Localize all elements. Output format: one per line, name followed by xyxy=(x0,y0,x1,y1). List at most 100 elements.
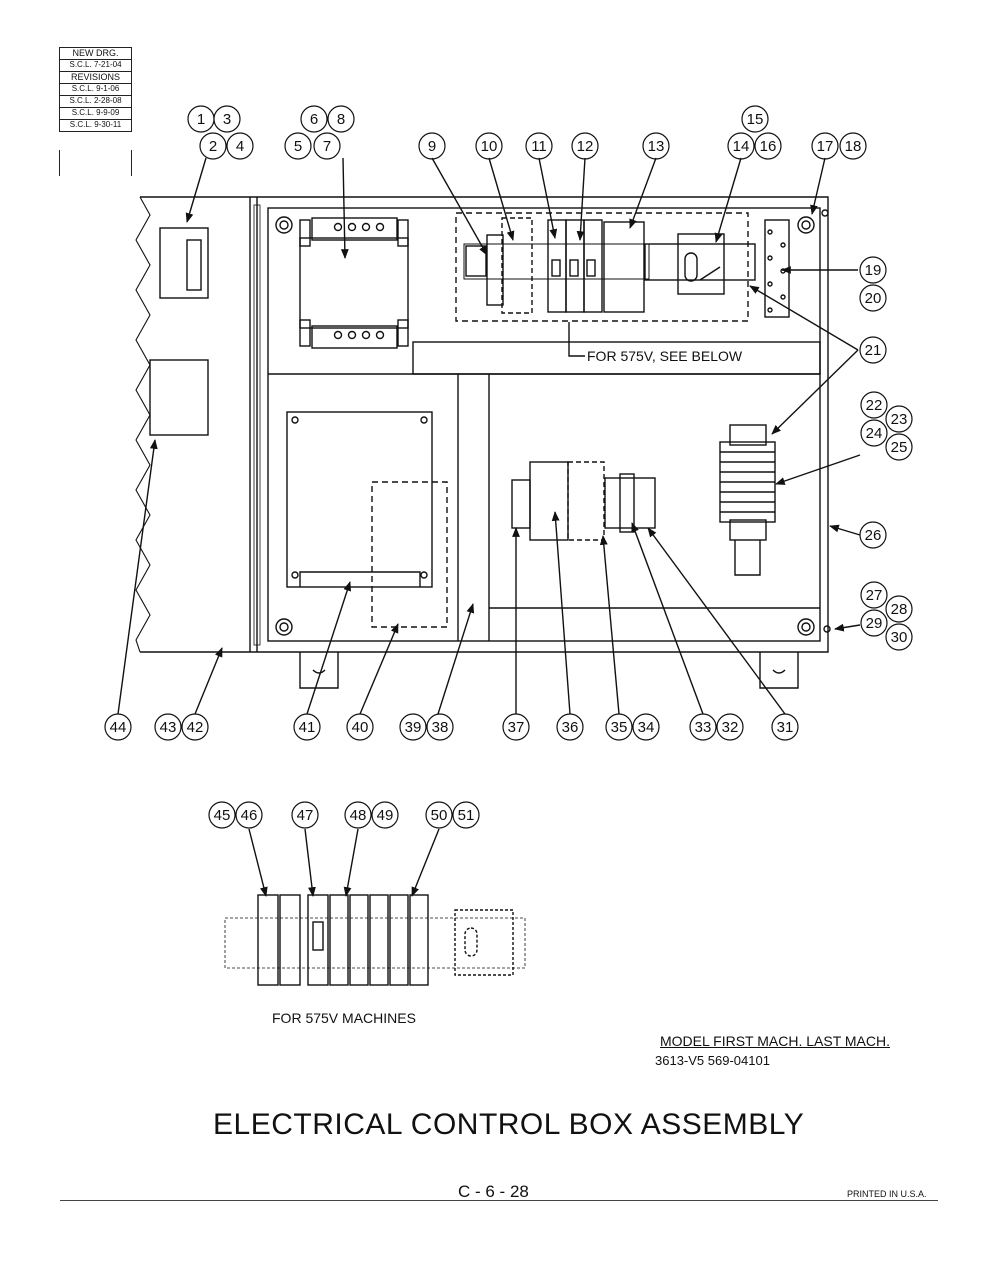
callout-number: 28 xyxy=(891,601,908,618)
callout-number: 46 xyxy=(241,807,258,824)
callout-number: 34 xyxy=(638,719,655,736)
callout-19: 19 xyxy=(859,256,887,284)
callout-number: 32 xyxy=(722,719,739,736)
callout-28: 28 xyxy=(885,595,913,623)
callout-23: 23 xyxy=(885,405,913,433)
callout-26: 26 xyxy=(859,521,887,549)
leader-arrow xyxy=(343,828,359,897)
callout-5: 5 xyxy=(284,132,312,160)
callout-12: 12 xyxy=(571,132,599,160)
leader-arrow xyxy=(775,454,861,485)
callout-14: 14 xyxy=(727,132,755,160)
callout-33: 33 xyxy=(689,713,717,741)
callout-number: 12 xyxy=(577,138,594,155)
leader-arrow xyxy=(647,527,786,715)
callout-27: 27 xyxy=(860,581,888,609)
callout-number: 36 xyxy=(562,719,579,736)
callout-number: 37 xyxy=(508,719,525,736)
printed-note: PRINTED IN U.S.A. xyxy=(847,1189,927,1199)
callout-number: 27 xyxy=(866,587,883,604)
leader-arrow xyxy=(117,439,158,715)
callout-6: 6 xyxy=(300,105,328,133)
new-drawing-entry: S.C.L. 7-21-04 xyxy=(60,60,131,72)
callout-number: 33 xyxy=(695,719,712,736)
callout-44: 44 xyxy=(104,713,132,741)
callout-41: 41 xyxy=(293,713,321,741)
callout-number: 26 xyxy=(865,527,882,544)
leader-arrow xyxy=(576,157,586,241)
note-leader xyxy=(568,322,585,357)
callout-34: 34 xyxy=(632,713,660,741)
callout-number: 21 xyxy=(865,342,882,359)
leader-arrow xyxy=(810,157,826,215)
footer-rule xyxy=(60,1200,938,1201)
callout-number: 14 xyxy=(733,138,750,155)
callout-number: 44 xyxy=(110,719,127,736)
callout-number: 5 xyxy=(294,138,302,155)
callout-number: 23 xyxy=(891,411,908,428)
callout-11: 11 xyxy=(525,132,553,160)
callout-number: 19 xyxy=(865,262,882,279)
leader-arrow xyxy=(771,349,859,435)
new-drawing-label: NEW DRG. xyxy=(60,48,131,60)
callout-number: 13 xyxy=(648,138,665,155)
leader-arrow xyxy=(431,157,488,256)
callout-number: 16 xyxy=(760,138,777,155)
callout-39: 39 xyxy=(399,713,427,741)
callout-31: 31 xyxy=(771,713,799,741)
callout-number: 29 xyxy=(866,615,883,632)
callout-number: 45 xyxy=(214,807,231,824)
callout-51: 51 xyxy=(452,801,480,829)
callout-number: 9 xyxy=(428,138,436,155)
callout-4: 4 xyxy=(226,132,254,160)
callout-number: 6 xyxy=(310,111,318,128)
revision-block: NEW DRG. S.C.L. 7-21-04 REVISIONS S.C.L.… xyxy=(59,47,132,132)
callout-18: 18 xyxy=(839,132,867,160)
callout-43: 43 xyxy=(154,713,182,741)
model-table-header: MODEL FIRST MACH. LAST MACH. xyxy=(660,1033,890,1049)
callout-46: 46 xyxy=(235,801,263,829)
revision-entry: S.C.L. 9-9-09 xyxy=(60,108,131,120)
leader-arrow xyxy=(411,828,440,897)
leader-arrow xyxy=(340,157,349,259)
leader-arrow xyxy=(631,522,704,715)
leader-arrow xyxy=(829,524,861,536)
callout-15: 15 xyxy=(741,105,769,133)
callout-number: 50 xyxy=(431,807,448,824)
callout-40: 40 xyxy=(346,713,374,741)
callout-20: 20 xyxy=(859,284,887,312)
revision-entry: S.C.L. 9-30-11 xyxy=(60,120,131,132)
callout-17: 17 xyxy=(811,132,839,160)
callout-45: 45 xyxy=(208,801,236,829)
machines-575v-caption: FOR 575V MACHINES xyxy=(272,1010,416,1026)
revisions-label: REVISIONS xyxy=(60,72,131,84)
callout-number: 1 xyxy=(197,111,205,128)
leader-arrow xyxy=(359,623,399,715)
callout-number: 40 xyxy=(352,719,369,736)
leader-arrow xyxy=(488,157,515,241)
callout-38: 38 xyxy=(426,713,454,741)
callout-13: 13 xyxy=(642,132,670,160)
callout-3: 3 xyxy=(213,105,241,133)
callout-number: 48 xyxy=(350,807,367,824)
leader-arrow xyxy=(185,157,207,223)
callout-number: 38 xyxy=(432,719,449,736)
callout-42: 42 xyxy=(181,713,209,741)
revision-entry: S.C.L. 9-1-06 xyxy=(60,84,131,96)
callout-number: 31 xyxy=(777,719,794,736)
callout-number: 3 xyxy=(223,111,231,128)
leader-arrow xyxy=(714,157,742,243)
callout-number: 22 xyxy=(866,397,883,414)
callout-number: 51 xyxy=(458,807,475,824)
callout-2: 2 xyxy=(199,132,227,160)
callout-number: 47 xyxy=(297,807,314,824)
leader-arrow xyxy=(538,157,558,239)
callout-48: 48 xyxy=(344,801,372,829)
revision-block-tail xyxy=(59,150,132,176)
callout-number: 4 xyxy=(236,138,244,155)
callout-number: 10 xyxy=(481,138,498,155)
callout-9: 9 xyxy=(418,132,446,160)
callout-number: 25 xyxy=(891,439,908,456)
callout-number: 42 xyxy=(187,719,204,736)
